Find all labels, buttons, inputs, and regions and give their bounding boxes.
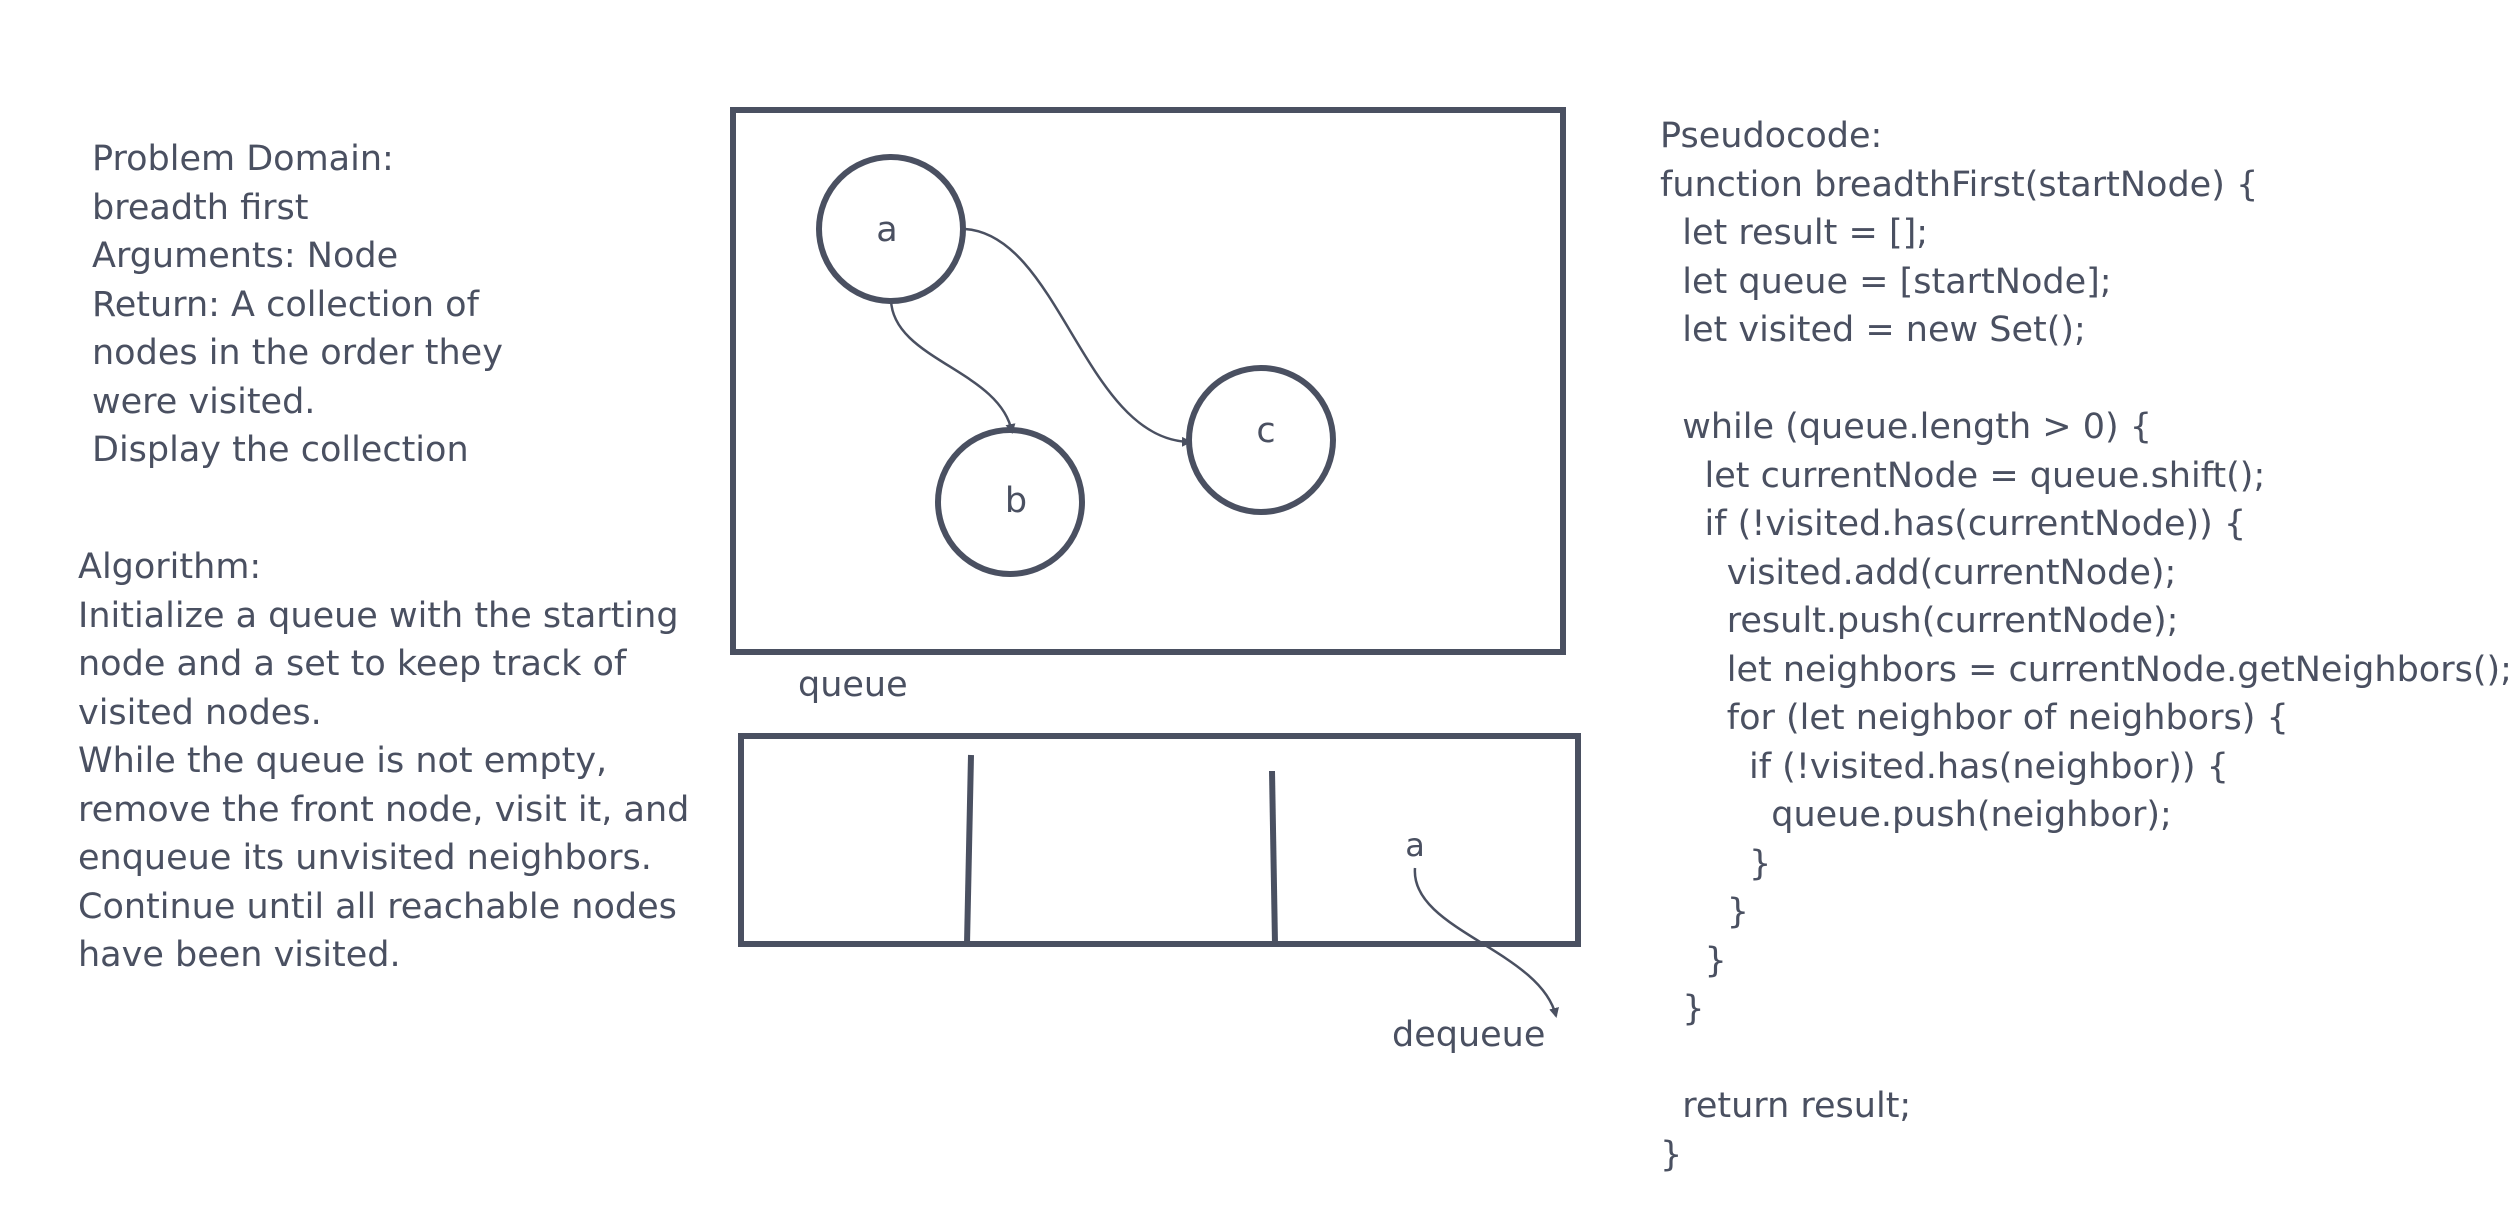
node-a-label: a: [876, 210, 897, 250]
pseudocode-line: }: [1660, 940, 1727, 981]
algorithm-line: Initialize a queue with the starting: [78, 595, 679, 636]
algorithm-line: While the queue is not empty,: [78, 741, 608, 781]
pseudocode-text: Pseudocode: function breadthFirst(startNo…: [1660, 112, 2512, 1179]
edge-a-to-c: [964, 227, 1192, 447]
queue-label: queue: [798, 665, 908, 705]
algorithm-line: enqueue its unvisited neighbors.: [78, 838, 652, 878]
pseudocode-line: return result;: [1660, 1086, 1912, 1126]
problem-domain-line: Return: A collection of: [92, 284, 479, 325]
pseudocode-line: }: [1660, 892, 1750, 932]
algorithm-line: visited nodes.: [78, 692, 322, 733]
pseudocode-line: let result = [];: [1660, 213, 1929, 253]
problem-domain-line: Display the collection: [92, 430, 469, 470]
dequeue-arrow: [1413, 867, 1559, 1018]
algorithm-line: have been visited.: [78, 935, 401, 975]
edge-a-to-b: [889, 299, 1016, 434]
algorithm-text: Algorithm: Initialize a queue with the st…: [78, 543, 689, 980]
pseudocode-line: queue.push(neighbor);: [1660, 795, 2172, 835]
node-a: a: [816, 154, 966, 304]
algorithm-line: node and a set to keep track of: [78, 644, 627, 684]
problem-domain-line: nodes in the order they: [92, 333, 503, 373]
pseudocode-line: visited.add(currentNode);: [1660, 552, 2177, 593]
algorithm-line: Continue until all reachable nodes: [78, 886, 677, 927]
pseudocode-line: if (!visited.has(currentNode)) {: [1660, 504, 2247, 544]
pseudocode-line: Pseudocode:: [1660, 116, 1883, 156]
node-c-label: c: [1256, 411, 1275, 451]
pseudocode-line: result.push(currentNode);: [1660, 601, 2179, 641]
pseudocode-line: if (!visited.has(neighbor)) {: [1660, 746, 2229, 787]
graph-frame: [730, 107, 1566, 655]
problem-domain-line: Arguments: Node: [92, 236, 399, 276]
pseudocode-line: function breadthFirst(startNode) {: [1660, 164, 2259, 205]
node-b: b: [935, 427, 1085, 577]
algorithm-line: Algorithm:: [78, 547, 262, 587]
pseudocode-line: for (let neighbor of neighbors) {: [1660, 698, 2289, 738]
queue-box: [738, 733, 1581, 947]
node-b-label: b: [1005, 481, 1027, 521]
problem-domain-line: were visited.: [92, 381, 316, 422]
queue-divider-2: [1269, 770, 1278, 945]
pseudocode-line: let visited = new Set();: [1660, 310, 2086, 350]
queue-item-a: a: [1405, 826, 1425, 864]
pseudocode-line: let queue = [startNode];: [1660, 261, 2112, 302]
dequeue-label: dequeue: [1392, 1015, 1545, 1055]
algorithm-line: remove the front node, visit it, and: [78, 789, 690, 830]
pseudocode-line: }: [1660, 989, 1705, 1029]
pseudocode-line: let neighbors = currentNode.getNeighbors…: [1660, 649, 2512, 690]
node-c: c: [1186, 365, 1336, 515]
pseudocode-line: }: [1660, 1134, 1683, 1175]
queue-divider-1: [964, 754, 974, 945]
pseudocode-line: let currentNode = queue.shift();: [1660, 455, 2266, 496]
problem-domain-line: breadth first: [92, 187, 309, 228]
pseudocode-line: }: [1660, 843, 1772, 884]
problem-domain-line: Problem Domain:: [92, 139, 394, 179]
pseudocode-line: while (queue.length > 0) {: [1660, 407, 2153, 447]
